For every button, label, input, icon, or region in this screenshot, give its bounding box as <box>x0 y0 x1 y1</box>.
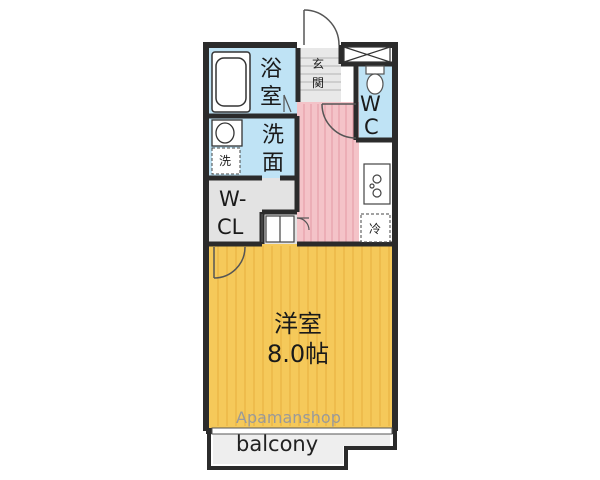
front-door <box>303 9 340 46</box>
room-name-label: 洋室 <box>274 310 322 338</box>
corridor-door <box>296 217 310 231</box>
corridor-stripes <box>303 104 354 242</box>
watermark-label: Apamanshop <box>236 408 341 427</box>
stove-fixture <box>363 163 391 205</box>
balcony-area <box>213 432 343 464</box>
balcony-wall <box>207 431 397 470</box>
shoe-cabinet <box>343 46 391 63</box>
entrance-label-2: 関 <box>312 76 324 90</box>
balcony-label: balcony <box>236 432 318 456</box>
fridge-label: 冷 <box>369 222 381 236</box>
closet-label-2: CL <box>217 215 244 239</box>
balcony-right-area <box>343 432 390 446</box>
room-door <box>213 246 246 279</box>
bathroom-door <box>283 94 292 113</box>
window-strip <box>211 427 393 435</box>
washbasin-fixture <box>211 119 243 147</box>
corridor-area <box>297 102 359 244</box>
room-stripes <box>217 246 390 426</box>
washroom-label-1: 洗 <box>262 123 284 148</box>
bathroom-label-2: 室 <box>260 85 282 110</box>
wc-label-2: C <box>364 115 379 139</box>
wc-door <box>321 103 357 139</box>
bathtub-fixture <box>211 51 251 113</box>
washroom-label-2: 面 <box>262 151 284 176</box>
room-size-label: 8.0帖 <box>267 340 329 368</box>
inner-walls <box>209 45 392 247</box>
bathroom-label-1: 浴 <box>260 57 282 82</box>
closet-label-1: W- <box>219 187 247 211</box>
washer-space <box>211 147 241 175</box>
entrance-area <box>297 48 341 102</box>
corridor-storage <box>265 215 295 243</box>
entrance-hatch <box>297 57 341 91</box>
toilet-fixture <box>365 65 385 95</box>
washer-label: 洗 <box>219 154 231 168</box>
wc-label-1: W <box>360 92 381 116</box>
fridge-space <box>360 213 391 243</box>
entrance-label-1: 玄 <box>312 56 324 71</box>
